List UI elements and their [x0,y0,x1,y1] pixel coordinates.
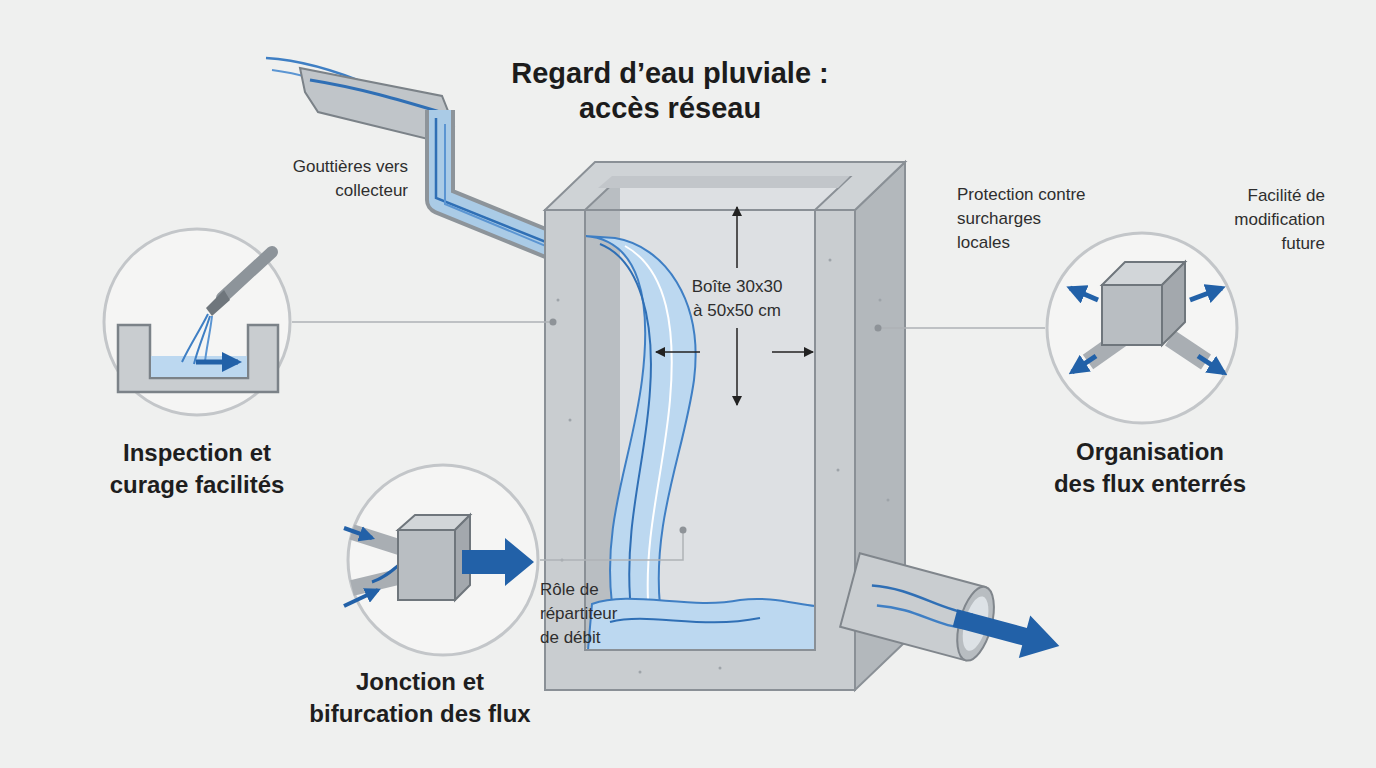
water-wave [266,58,372,86]
arrow-shape [949,597,1065,667]
dimension-arrow [736,207,738,268]
speckle [887,499,890,502]
speckle [837,469,840,472]
flow-arrow [1190,288,1222,300]
water-streak [871,583,974,615]
cube-top [1102,262,1185,285]
speckle [829,259,832,262]
box-rim [545,162,905,210]
water-streak [877,603,970,631]
pipe [1088,338,1122,362]
water-stream [436,118,586,258]
speckle [561,559,564,562]
dimension-arrow [736,328,738,405]
circle-outline-svg [1045,231,1239,425]
annotation-label: Gouttières vers collecteur [283,155,408,203]
channel [118,325,278,392]
gutter [300,68,454,142]
water-fall [585,236,696,606]
nozzle-lance [222,252,272,298]
dimension-arrow [656,351,700,353]
feature-heading: Inspection et curage facilités [97,437,297,501]
leader-line [292,321,553,323]
manhole-box: Boîte 30x30 à 50x50 cm [553,200,878,530]
annotation-label: Protection contre surcharges locales [957,183,1092,255]
circle-outline [348,465,538,655]
back-wall [620,177,850,612]
pipe [1170,338,1206,362]
leader-dot [875,325,882,332]
water-wave [272,70,366,96]
outflow-arrow [949,597,1065,667]
speckle [574,639,577,642]
pipe-opening [958,594,994,654]
flow-arrow [462,538,534,586]
feature-circle: Inspection et curage facilités [102,227,292,417]
cube-front [398,530,455,600]
feature-heading: Jonction et bifurcation des flux [300,666,540,730]
channel-water [151,356,247,377]
lid-slot [598,176,850,188]
feature-circle: Organisation des flux enterrés [1045,231,1239,425]
speckle [719,667,722,670]
cube-front [1102,285,1162,345]
outlet-pipe [840,553,1001,664]
flow-arrow [1072,356,1096,372]
pipe-end [950,583,1001,665]
flow-arrow [1070,288,1098,300]
water-streak [625,246,672,600]
water-stream [445,124,584,262]
water-streak [600,244,651,598]
feature-circle: Jonction et bifurcation des flux [346,463,540,657]
floor-water [588,599,815,650]
feature-heading: Organisation des flux enterrés [1053,436,1247,500]
dimension-label: Boîte 30x30 à 50x50 cm [688,275,786,323]
junction-box-icon [1070,262,1224,373]
leader-line [878,327,1045,329]
spray [182,314,208,362]
dimension-arrow [772,351,813,353]
circle-outline [1047,233,1237,423]
speckle [557,299,560,302]
cleaning-icon [118,252,278,392]
cube-side [1162,262,1185,345]
cube-side [455,515,470,600]
leader-line [540,530,683,560]
gutter-water [310,80,440,112]
circle-outline-svg [102,227,292,417]
pipe-body [840,553,985,660]
leader-dot [680,527,687,534]
pipe [352,532,402,548]
edge-label: Rôle de répartiteur de débit [540,578,632,650]
split-box-icon [344,515,534,606]
circle-outline-svg [346,463,540,657]
speckle [639,671,642,674]
concrete-speckles [557,259,890,674]
spray [205,316,212,362]
speckle [569,419,572,422]
speckle [879,299,882,302]
inner-wall [585,177,620,650]
downspout-water [440,110,592,262]
diagram-title: Regard d’eau pluviale : accès réseau [470,56,870,126]
nozzle-tip [206,290,230,316]
box-section [545,210,855,690]
circle-outline [104,229,290,415]
water-streak [610,618,760,622]
flow-arrow [344,590,378,606]
spray [194,316,210,364]
box-side [855,162,905,690]
flow-arrow [196,360,238,365]
flow-arrow [1198,356,1224,373]
flow-curve [372,560,405,582]
leader-dot [550,319,557,326]
flow-arrow [344,528,372,538]
pipe [352,576,402,588]
floor [585,612,815,650]
annotation-label: Facilité de modification future [1205,184,1325,256]
downspout [440,110,592,262]
cube-top [398,515,470,530]
